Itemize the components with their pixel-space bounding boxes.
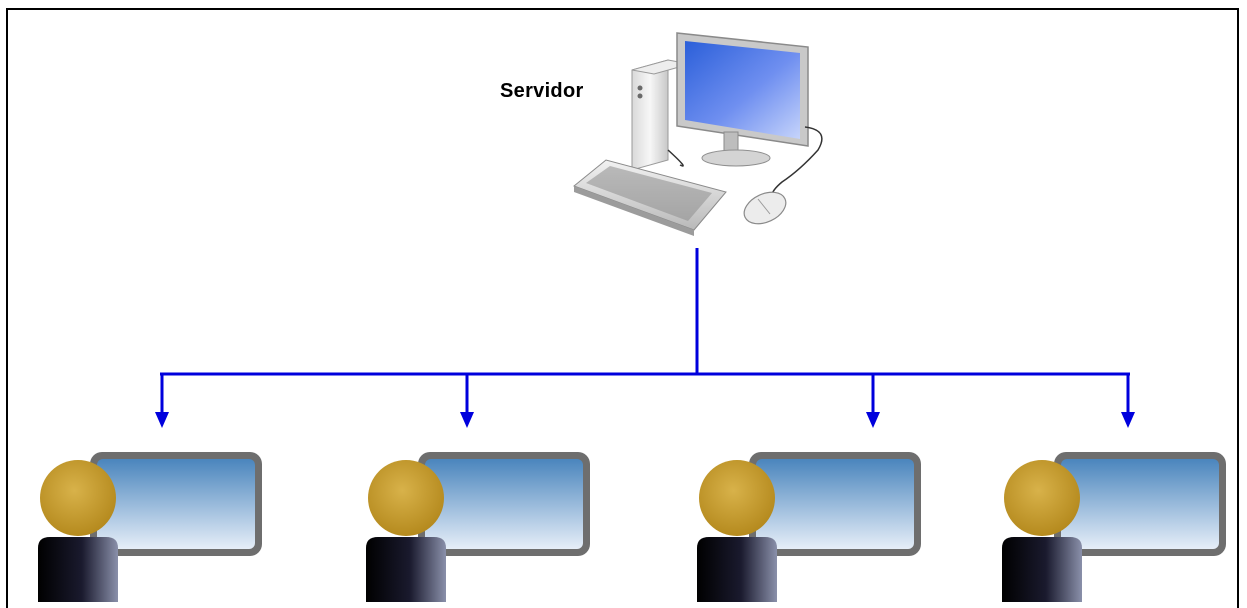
arrow-client-4	[1121, 374, 1135, 428]
connector-tree	[155, 248, 1135, 428]
client-monitor	[749, 452, 921, 556]
client-monitor	[418, 452, 590, 556]
arrow-client-1	[155, 374, 169, 428]
keyboard	[573, 159, 727, 236]
user-body	[697, 537, 777, 602]
user-head	[368, 460, 444, 536]
client-workstation-3	[697, 452, 921, 602]
server-label: Servidor	[500, 80, 584, 102]
client-workstation-4	[1002, 452, 1226, 602]
client-monitor	[90, 452, 262, 556]
mouse	[743, 191, 787, 225]
user-body	[1002, 537, 1082, 602]
user-body	[366, 537, 446, 602]
arrow-client-2	[460, 374, 474, 428]
client-workstation-1	[38, 452, 262, 602]
client-workstation-2	[366, 452, 590, 602]
user-head	[699, 460, 775, 536]
user-body	[38, 537, 118, 602]
tower-case	[631, 59, 691, 171]
user-head	[40, 460, 116, 536]
server-computer-icon	[573, 32, 823, 236]
user-head	[1004, 460, 1080, 536]
arrow-client-3	[866, 374, 880, 428]
client-monitor	[1054, 452, 1226, 556]
server-monitor	[676, 32, 809, 167]
